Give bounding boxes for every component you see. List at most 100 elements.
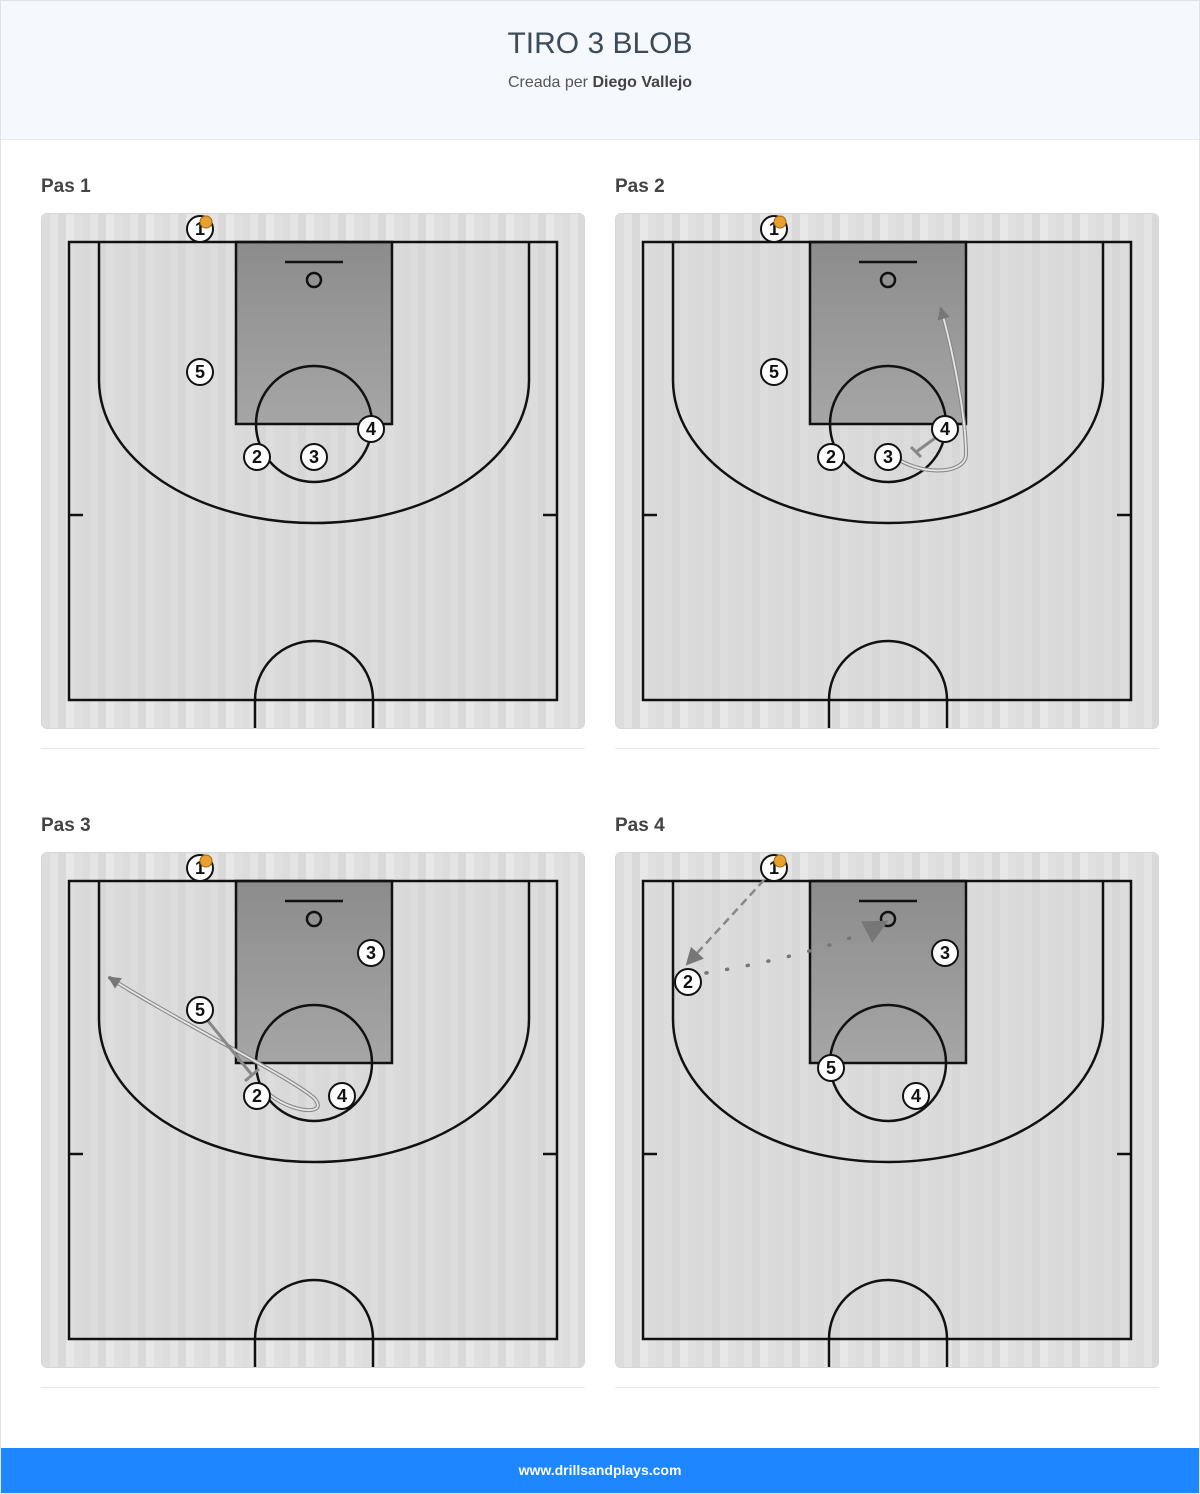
player-5: 5 bbox=[186, 996, 214, 1024]
player-number: 3 bbox=[940, 943, 950, 963]
player-number: 3 bbox=[366, 943, 376, 963]
pass-arrow bbox=[685, 879, 765, 966]
author-byline: Creada per Diego Vallejo bbox=[1, 74, 1199, 92]
player-4: 4 bbox=[902, 1082, 930, 1110]
player-2: 2 bbox=[243, 1082, 271, 1110]
player-marker bbox=[243, 1082, 271, 1110]
player-marker bbox=[328, 1082, 356, 1110]
player-marker bbox=[817, 1054, 845, 1082]
center-circle bbox=[827, 1278, 949, 1367]
player-number: 3 bbox=[309, 447, 319, 467]
player-number: 2 bbox=[252, 1086, 262, 1106]
player-4: 4 bbox=[357, 415, 385, 443]
player-1: 1 bbox=[760, 854, 788, 882]
page-title: TIRO 3 BLOB bbox=[507, 27, 693, 60]
player-marker bbox=[760, 358, 788, 386]
player-marker bbox=[186, 358, 214, 386]
step-3-label: Pas 3 bbox=[41, 815, 91, 836]
paint-area bbox=[808, 240, 968, 426]
paint-area bbox=[808, 879, 968, 1065]
player-3: 3 bbox=[357, 939, 385, 967]
player-number: 4 bbox=[940, 419, 950, 439]
court-lines bbox=[641, 240, 1133, 728]
player-1: 1 bbox=[760, 215, 788, 243]
player-1: 1 bbox=[186, 215, 214, 243]
basketball-icon bbox=[773, 215, 787, 229]
player-marker bbox=[243, 443, 271, 471]
player-marker bbox=[300, 443, 328, 471]
step-1-label: Pas 1 bbox=[41, 176, 91, 197]
divider bbox=[41, 1387, 585, 1388]
court-boundary bbox=[67, 879, 559, 1341]
step-4-label: Pas 4 bbox=[615, 815, 665, 836]
step-2-label: Pas 2 bbox=[615, 176, 665, 197]
court-svg: 1 5 4 2 3 bbox=[42, 214, 584, 728]
footer-bar: www.drillsandplays.com bbox=[1, 1448, 1199, 1493]
paint-area bbox=[234, 240, 394, 426]
player-marker bbox=[357, 415, 385, 443]
byline-prefix: Creada per bbox=[507, 74, 588, 91]
player-marker bbox=[902, 1082, 930, 1110]
player-3: 3 bbox=[874, 443, 902, 471]
player-3: 3 bbox=[300, 443, 328, 471]
court-boundary bbox=[641, 240, 1133, 702]
divider bbox=[615, 748, 1159, 749]
player-number: 4 bbox=[337, 1086, 347, 1106]
court-svg: 1 3 5 2 4 bbox=[42, 853, 584, 1367]
court-boundary bbox=[641, 879, 1133, 1341]
hoop bbox=[305, 910, 323, 928]
three-point-line bbox=[97, 881, 531, 1164]
cut-arrow bbox=[890, 306, 967, 472]
court-diagram-step-3: 1 3 5 2 4 bbox=[41, 852, 585, 1368]
basketball-icon bbox=[199, 215, 213, 229]
player-number: 5 bbox=[195, 362, 205, 382]
screen-bar bbox=[909, 445, 923, 459]
player-2: 2 bbox=[817, 443, 845, 471]
player-2: 2 bbox=[674, 968, 702, 996]
player-1: 1 bbox=[186, 854, 214, 882]
hoop bbox=[879, 271, 897, 289]
player-marker bbox=[874, 443, 902, 471]
player-4: 4 bbox=[931, 415, 959, 443]
court-lines bbox=[67, 879, 559, 1367]
player-number: 2 bbox=[252, 447, 262, 467]
player-5: 5 bbox=[186, 358, 214, 386]
actions-layer bbox=[107, 976, 320, 1112]
player-4: 4 bbox=[328, 1082, 356, 1110]
player-number: 1 bbox=[195, 858, 205, 878]
shot-path bbox=[704, 920, 889, 975]
basketball-icon bbox=[773, 854, 787, 868]
basketball-icon bbox=[199, 854, 213, 868]
player-number: 2 bbox=[683, 972, 693, 992]
footer-link[interactable]: www.drillsandplays.com bbox=[518, 1462, 682, 1478]
three-point-line bbox=[97, 242, 531, 525]
player-number: 2 bbox=[826, 447, 836, 467]
player-marker bbox=[931, 939, 959, 967]
player-marker bbox=[674, 968, 702, 996]
player-marker bbox=[817, 443, 845, 471]
player-number: 1 bbox=[769, 858, 779, 878]
player-marker bbox=[186, 996, 214, 1024]
court-diagram-step-1: 1 5 4 2 3 bbox=[41, 213, 585, 729]
court-lines bbox=[67, 240, 559, 728]
divider bbox=[41, 748, 585, 749]
player-number: 4 bbox=[366, 419, 376, 439]
center-circle bbox=[827, 639, 949, 728]
screen-line bbox=[915, 434, 939, 454]
three-point-line bbox=[671, 881, 1105, 1164]
divider bbox=[615, 1387, 1159, 1388]
center-circle bbox=[253, 1278, 375, 1367]
player-marker bbox=[357, 939, 385, 967]
player-number: 1 bbox=[769, 219, 779, 239]
court-boundary bbox=[67, 240, 559, 702]
hoop bbox=[305, 271, 323, 289]
paint-area bbox=[234, 879, 394, 1065]
player-number: 5 bbox=[195, 1000, 205, 1020]
three-point-line bbox=[671, 242, 1105, 525]
actions-layer bbox=[889, 306, 969, 473]
player-number: 1 bbox=[195, 219, 205, 239]
